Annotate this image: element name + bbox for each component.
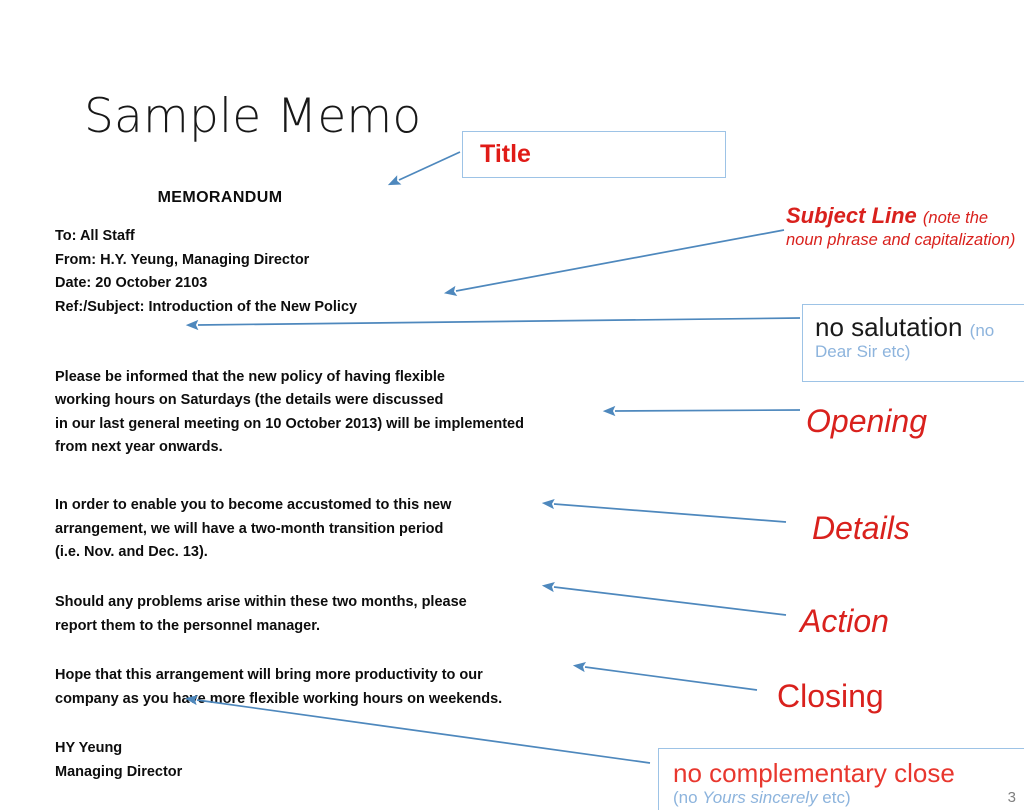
memo-heading: MEMORANDUM	[157, 189, 283, 206]
memo-paragraph-details: In order to enable you to become accusto…	[55, 494, 655, 565]
annotation-box-title[interactable]: Title	[462, 131, 726, 178]
spacer	[55, 460, 655, 494]
memo-paragraph-action: Should any problems arise within these t…	[55, 591, 655, 638]
annotation-box-complementary-close[interactable]: no complementary close (no Yours sincere…	[658, 748, 1024, 810]
annotation-label-title: Title	[480, 140, 531, 168]
annotation-salutation-note-line1: (no	[969, 321, 995, 340]
spacer	[55, 326, 655, 366]
memo-line: Please be informed that the new policy o…	[55, 368, 445, 385]
annotation-close-note: (no Yours sincerely etc)	[673, 787, 1024, 809]
annotation-close-note-italic: Yours sincerely	[702, 788, 818, 808]
annotation-close-main: no complementary close	[673, 758, 955, 788]
memo-field-subject: Ref:/Subject: Introduction of the New Po…	[55, 298, 358, 315]
spacer	[55, 565, 655, 591]
page-title: Sample Memo	[84, 89, 422, 144]
signature-role: Managing Director	[55, 764, 183, 781]
spacer	[55, 711, 655, 737]
memo-paragraph-closing: Hope that this arrangement will bring mo…	[55, 664, 655, 711]
spacer	[55, 638, 655, 664]
annotation-label-details: Details	[812, 510, 910, 546]
memo-line: arrangement, we will have a two-month tr…	[55, 520, 444, 537]
annotation-close-note-suffix: etc)	[817, 788, 851, 808]
memo-line: company as you have more flexible workin…	[55, 690, 503, 707]
memo-line: (i.e. Nov. and Dec. 13).	[55, 544, 208, 561]
memo-line: from next year onwards.	[55, 439, 223, 456]
annotation-subject-emphasis: Subject Line	[786, 203, 923, 228]
page-number: 3	[1007, 789, 1016, 806]
memo-line: Should any problems arise within these t…	[55, 593, 467, 610]
annotation-box-salutation[interactable]: no salutation (no Dear Sir etc)	[802, 304, 1024, 382]
annotation-label-opening: Opening	[806, 403, 927, 439]
signature-name: HY Yeung	[55, 740, 123, 757]
memo-line: in our last general meeting on 10 Octobe…	[55, 415, 524, 432]
annotation-label-action: Action	[800, 603, 889, 639]
memo-field-to: To: All Staff	[55, 228, 135, 245]
memo-line: report them to the personnel manager.	[55, 617, 321, 634]
memo-line: In order to enable you to become accusto…	[55, 497, 452, 514]
memo-paragraph-opening: Please be informed that the new policy o…	[55, 366, 655, 461]
annotation-label-closing: Closing	[777, 678, 884, 714]
annotation-subject-note: (note the noun phrase and capitalization…	[786, 209, 1016, 249]
memo-line: Hope that this arrangement will bring mo…	[55, 667, 483, 684]
memo-field-from: From: H.Y. Yeung, Managing Director	[55, 251, 310, 268]
annotation-close-note-prefix: (no	[673, 788, 703, 808]
memo-line: working hours on Saturdays (the details …	[55, 392, 444, 409]
memo-document: MEMORANDUM To: All Staff From: H.Y. Yeun…	[55, 185, 655, 785]
annotation-salutation-main: no salutation	[815, 312, 970, 342]
annotation-salutation-note-line2: Dear Sir etc)	[815, 342, 911, 362]
arrow-to-title	[387, 151, 461, 186]
memo-field-date: Date: 20 October 2103	[55, 275, 208, 292]
memo-header-fields: To: All Staff From: H.Y. Yeung, Managing…	[55, 225, 655, 320]
annotation-subject-line: Subject Line (note the noun phrase and c…	[786, 202, 1024, 251]
memo-signature: HY Yeung Managing Director	[55, 737, 655, 784]
